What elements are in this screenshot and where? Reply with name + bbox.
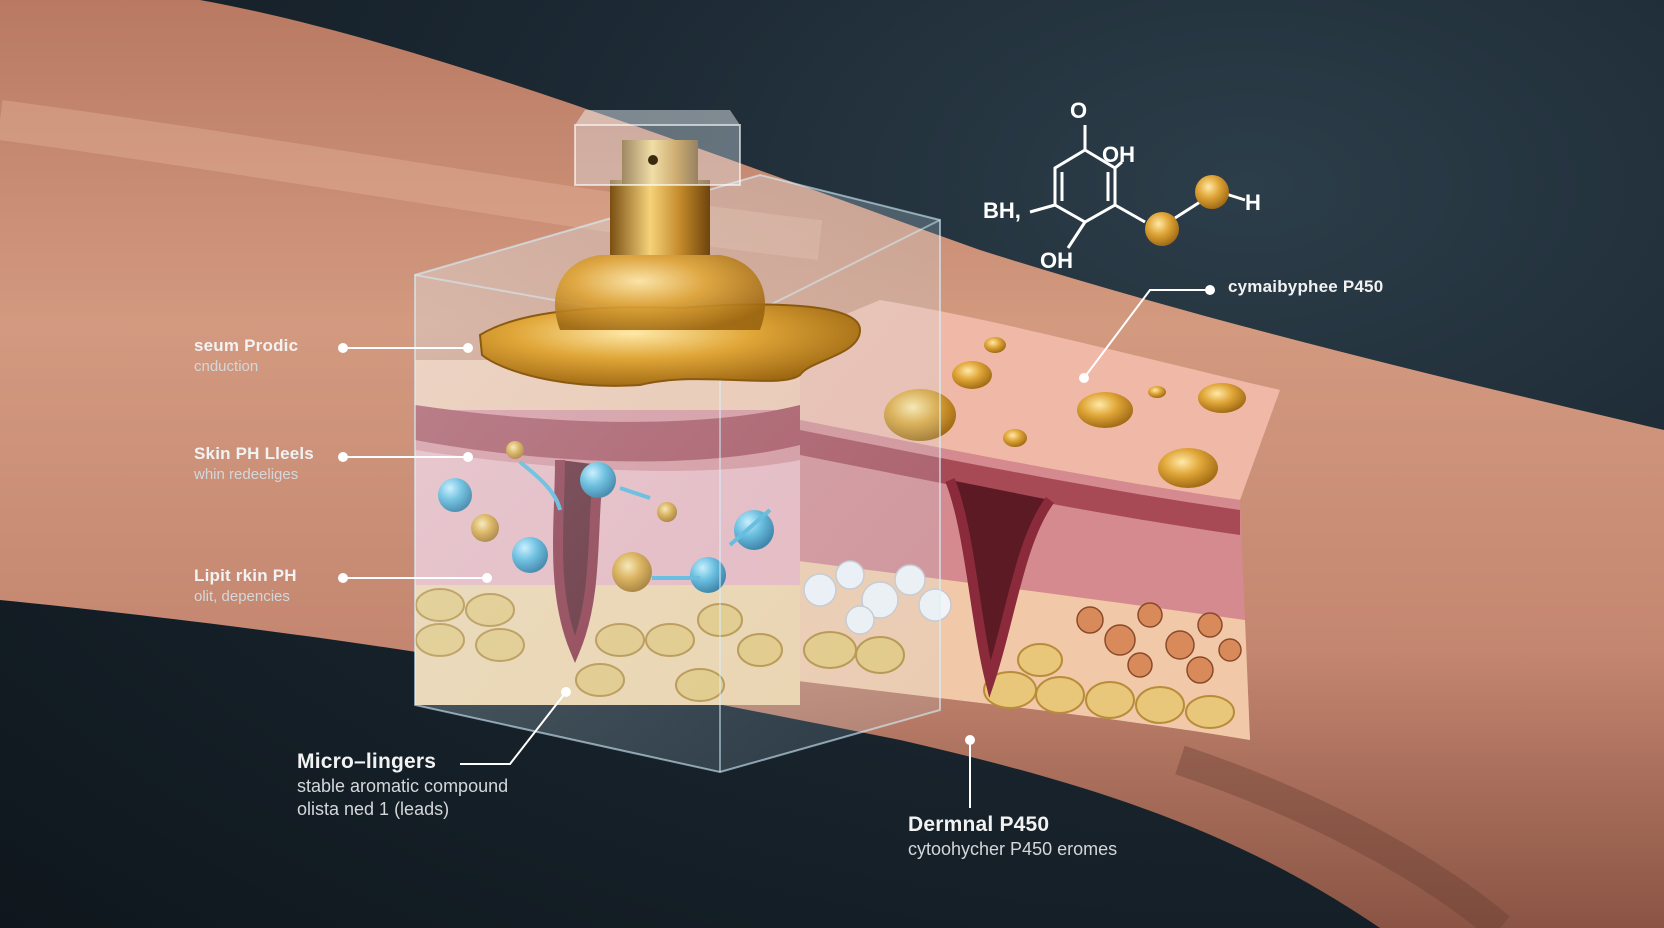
label-dermal-sub: cytoohycher P450 eromes [908,839,1118,859]
label-micro-sub2: olista ned 1 (leads) [297,799,450,819]
label-skin-ph: Skin PH Lleels whin redeeliges [194,444,314,483]
label-cyma-title: cymaibyphee P450 [1228,277,1384,296]
label-lipid: Lipit rkin PH olit, depencies [194,566,297,605]
label-sebum-title: seum Prodic [194,336,299,355]
chem-label-o-top: O [1070,98,1088,123]
label-sebum: seum Prodic cnduction [194,336,298,375]
chemical-structure [1029,125,1246,249]
chem-atom-gold-1 [1145,212,1179,246]
label-micro: Micro–lingers stable aromatic compound o… [297,750,508,820]
chem-atom-gold-2 [1195,175,1229,209]
label-lipid-sub: olit, depencies [194,588,290,605]
label-micro-title: Micro–lingers [297,750,437,773]
chem-label-bh-left: BH, [983,198,1021,223]
chem-label-oh-right: OH [1102,142,1135,167]
hair-follicle-right [945,478,1055,698]
label-dermal-title: Dermnal P450 [908,813,1050,836]
label-dermal: Dermnal P450 cytoohycher P450 eromes [908,813,1117,860]
orange-cells-cluster [1076,602,1242,684]
label-skin-ph-title: Skin PH Lleels [194,444,314,463]
perfume-bottle [478,110,862,387]
label-lipid-title: Lipit rkin PH [194,566,297,585]
label-skin-ph-sub: whin redeeliges [194,466,299,483]
label-micro-sub: stable aromatic compound [297,776,509,796]
label-cyma: cymaibyphee P450 [1228,277,1383,297]
label-sebum-sub: cnduction [194,358,259,375]
chem-label-h-end: H [1245,190,1261,215]
chem-label-oh-bottom: OH [1040,248,1073,273]
